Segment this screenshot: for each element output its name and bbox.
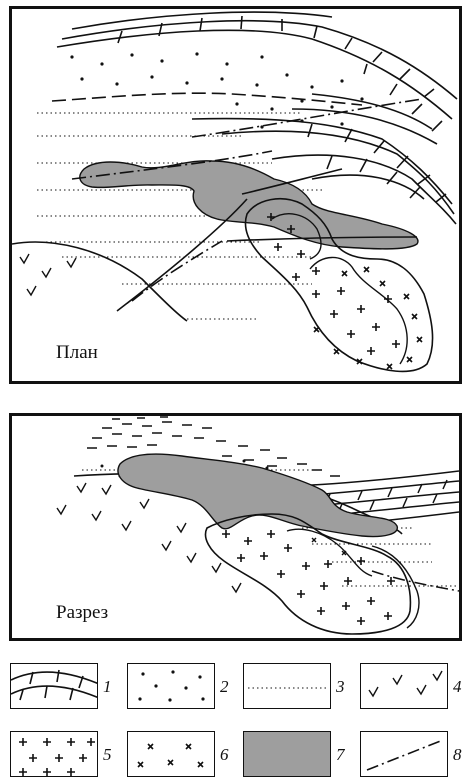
plan-volcanic-boundary (12, 242, 187, 321)
plan-granite-inner (310, 257, 407, 364)
orebody-swatch (243, 731, 331, 777)
section-granite-pluses (222, 530, 395, 625)
dotted-shale-swatch (243, 663, 331, 709)
legend-num-6: 6 (220, 745, 229, 765)
legend-num-1: 1 (103, 677, 112, 697)
legend-num-7: 7 (336, 745, 345, 765)
legend-num-5: 5 (103, 745, 112, 765)
plan-panel: План (9, 6, 462, 384)
sandstone-swatch (127, 663, 215, 709)
plan-volcanic-checks (20, 254, 76, 295)
fault-swatch (360, 731, 448, 777)
volcanic-swatch (360, 663, 448, 709)
plan-map (12, 9, 459, 381)
legend-num-4: 4 (453, 677, 462, 697)
plan-diorite-crosses (314, 267, 422, 369)
plan-orebody (80, 161, 418, 249)
plan-label: План (56, 342, 98, 364)
legend-num-8: 8 (453, 745, 462, 765)
limestone-swatch (10, 663, 98, 709)
plan-sandstone-dots (70, 52, 363, 128)
diorite-swatch (127, 731, 215, 777)
legend-num-2: 2 (220, 677, 229, 697)
granite-swatch (10, 731, 98, 777)
section-orebody (118, 454, 397, 536)
section-label: Разрез (56, 602, 108, 624)
legend-num-3: 3 (336, 677, 345, 697)
section-panel: Разрез (9, 413, 462, 641)
